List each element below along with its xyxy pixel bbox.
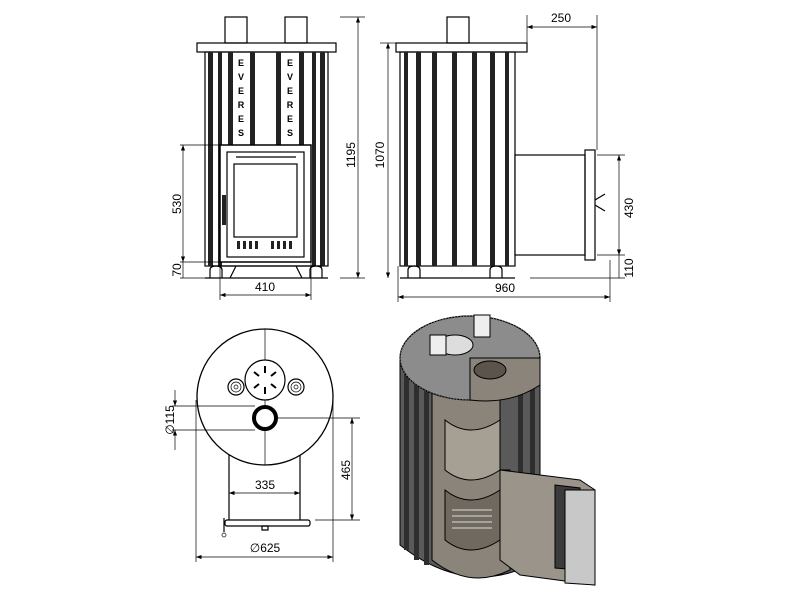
svg-text:V: V xyxy=(238,72,244,82)
tunnel-door xyxy=(584,149,596,261)
door-glass xyxy=(233,163,298,238)
svg-text:E: E xyxy=(287,86,293,96)
damper-slots xyxy=(253,366,277,394)
svg-text:410: 410 xyxy=(255,280,275,294)
brand-column-left: E V E R E S xyxy=(238,58,245,138)
svg-text:R: R xyxy=(287,100,294,110)
vertical-tiles xyxy=(404,52,509,266)
svg-text:E: E xyxy=(287,114,293,124)
svg-text:∅115: ∅115 xyxy=(163,405,177,435)
svg-text:E: E xyxy=(238,58,244,68)
front-dimensions: 530 70 410 1195 xyxy=(170,16,365,300)
svg-text:E: E xyxy=(238,86,244,96)
top-plate xyxy=(395,42,528,53)
air-vents xyxy=(237,241,292,249)
brand-column-right: E V E R E S xyxy=(287,58,294,138)
side-view xyxy=(395,16,606,279)
front-view: E V E R E S E V E R E S xyxy=(196,16,337,279)
door-handle xyxy=(222,195,226,225)
svg-text:960: 960 xyxy=(495,281,515,295)
svg-text:465: 465 xyxy=(339,460,353,480)
top-dimensions: ∅115 465 335 ∅625 xyxy=(163,390,360,562)
water-tank-left xyxy=(227,378,245,396)
water-tank-right xyxy=(287,378,305,396)
firebox-tunnel xyxy=(514,154,586,256)
firebox-tray xyxy=(224,519,311,527)
svg-text:430: 430 xyxy=(622,198,636,218)
firebox-door xyxy=(219,144,312,263)
top-view xyxy=(196,328,334,538)
svg-text:V: V xyxy=(287,72,293,82)
svg-text:110: 110 xyxy=(622,258,636,277)
chimney-cup-right xyxy=(284,16,308,44)
svg-text:1195: 1195 xyxy=(344,142,358,168)
chimney-cup-3d-left xyxy=(429,334,447,356)
svg-text:530: 530 xyxy=(170,194,184,214)
cutaway-3d-view xyxy=(399,314,596,586)
svg-text:R: R xyxy=(238,100,245,110)
flue-opening xyxy=(473,360,507,380)
damper-disc xyxy=(244,359,286,401)
top-plate xyxy=(196,42,337,53)
svg-text:250: 250 xyxy=(551,11,571,25)
grate xyxy=(452,509,492,529)
svg-text:∅625: ∅625 xyxy=(250,541,281,555)
3d-tiles xyxy=(404,370,535,565)
svg-text:70: 70 xyxy=(170,263,184,277)
side-dimensions: 1070 250 430 110 960 xyxy=(373,11,636,302)
svg-text:E: E xyxy=(287,58,293,68)
svg-text:335: 335 xyxy=(255,478,275,492)
chimney-cup xyxy=(446,16,470,44)
tunnel-door-3d xyxy=(564,489,596,586)
chimney-cup-left xyxy=(224,16,248,44)
svg-text:1070: 1070 xyxy=(373,141,387,168)
svg-text:S: S xyxy=(238,128,244,138)
svg-text:E: E xyxy=(238,114,244,124)
chimney-cup-3d-right xyxy=(473,314,491,338)
svg-text:S: S xyxy=(287,128,293,138)
flue-ring xyxy=(252,405,278,431)
